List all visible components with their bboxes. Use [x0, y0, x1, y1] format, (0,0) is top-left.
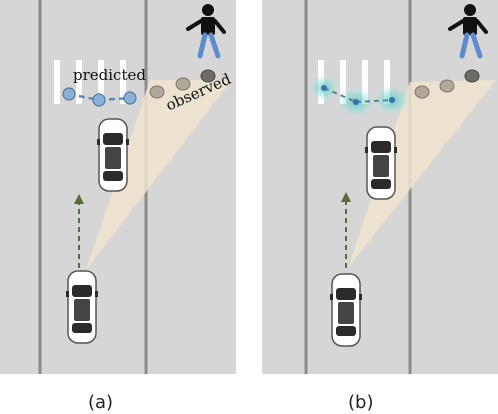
panel-b [262, 0, 498, 374]
panel-a [0, 0, 236, 374]
predicted-uncertainty-b [308, 74, 412, 118]
observed-trajectory-b [414, 69, 480, 99]
caption-b: (b) [348, 392, 374, 413]
observed-trajectory-a [149, 69, 216, 99]
ego-car-icon [329, 273, 363, 347]
lead-car-icon [96, 118, 130, 192]
ego-car-icon [65, 270, 99, 344]
motion-arrow-a [74, 194, 84, 268]
predicted-trajectory-a [62, 87, 137, 107]
caption-a: (a) [88, 392, 114, 413]
lead-car-icon [364, 126, 398, 200]
predicted-label: predicted [73, 66, 146, 84]
motion-arrow-b [341, 192, 351, 268]
fov-cone-a [86, 80, 232, 270]
fov-cone-b [348, 80, 496, 268]
crosswalk-a [54, 60, 126, 104]
